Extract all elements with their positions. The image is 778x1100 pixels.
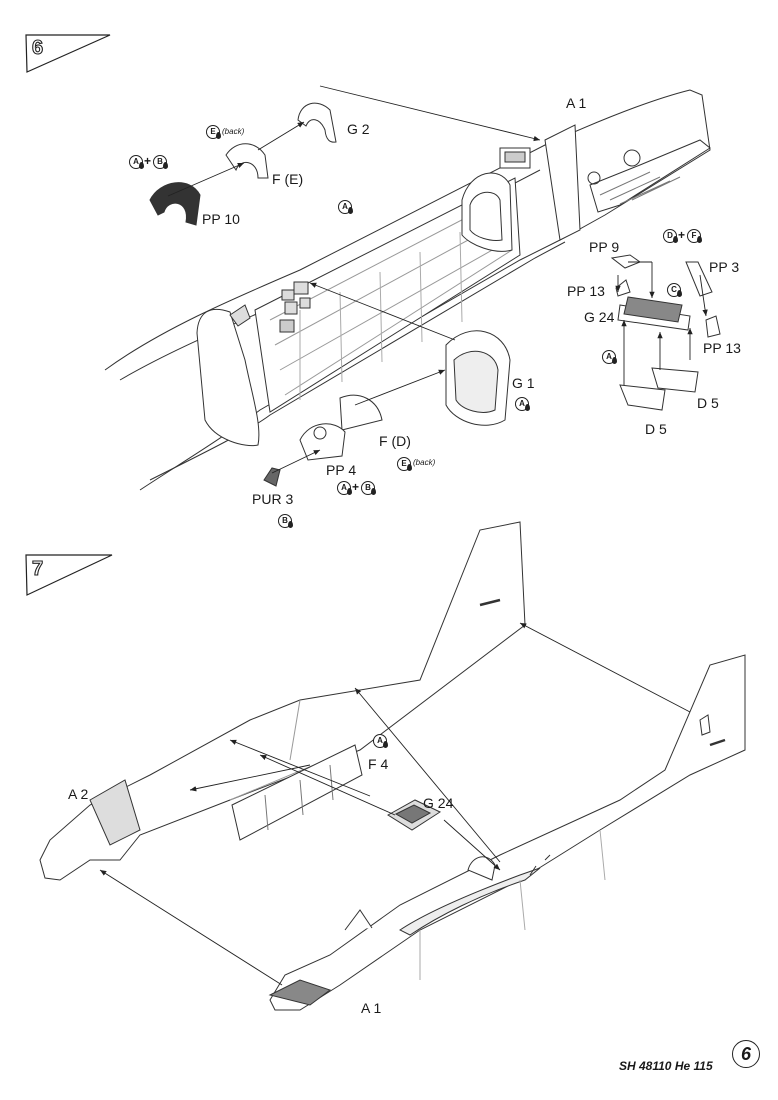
label-g24-step6: G 24 <box>584 309 615 325</box>
label-g2: G 2 <box>347 121 370 137</box>
paint-marker-d: D <box>663 229 678 243</box>
paint-marker-f: F <box>687 229 702 243</box>
part-d5a <box>619 384 666 411</box>
label-pp10: PP 10 <box>202 211 240 227</box>
fuselage-left-half-drawing <box>39 521 526 881</box>
part-pp10 <box>149 182 201 226</box>
part-fe <box>225 143 269 179</box>
label-fe: F (E) <box>272 171 304 187</box>
page-number: 6 <box>732 1040 760 1068</box>
plus-sign: + <box>352 480 360 494</box>
plus-sign: + <box>144 154 152 168</box>
label-pur3: PUR 3 <box>252 491 294 507</box>
paint-marker-a: A <box>515 397 530 411</box>
fuselage-section-drawing <box>104 89 711 491</box>
label-f4: F 4 <box>368 756 389 772</box>
part-f4 <box>231 744 363 841</box>
label-a1-step6: A 1 <box>566 95 587 111</box>
fuselage-right-half-drawing <box>268 654 746 1011</box>
paint-marker-e: E <box>206 125 221 139</box>
label-pp9: PP 9 <box>589 239 620 255</box>
label-g1: G 1 <box>512 375 535 391</box>
label-fd: F (D) <box>379 433 411 449</box>
label-g24-step7: G 24 <box>423 795 454 811</box>
paint-marker-a: A <box>338 200 353 214</box>
part-pp4 <box>299 423 346 461</box>
step6-arrows <box>167 85 708 474</box>
paint-marker-a: A <box>129 155 144 169</box>
paint-marker-a: A <box>373 734 388 748</box>
label-pp13-right: PP 13 <box>703 340 741 356</box>
part-d5b <box>651 367 699 393</box>
paint-marker-b: B <box>153 155 168 169</box>
step-number-7: 7 <box>31 557 44 580</box>
step-7-box <box>25 554 113 596</box>
part-pp13a <box>615 279 631 297</box>
label-pp13-left: PP 13 <box>567 283 605 299</box>
paint-marker-b: B <box>361 481 376 495</box>
paint-marker-b: B <box>278 514 293 528</box>
plus-sign: + <box>678 228 686 242</box>
part-pp3 <box>685 261 713 297</box>
label-pp4: PP 4 <box>326 462 357 478</box>
label-pp3: PP 3 <box>709 259 740 275</box>
label-d5-bottom: D 5 <box>645 421 667 437</box>
footer-code: SH 48110 He 115 <box>619 1059 713 1073</box>
step6-parts <box>149 102 721 487</box>
part-fd <box>339 394 383 431</box>
label-a2: A 2 <box>68 786 89 802</box>
paint-marker-c: C <box>667 283 682 297</box>
part-pp9 <box>610 254 642 269</box>
label-a1-step7: A 1 <box>361 1000 382 1016</box>
step-number-6: 6 <box>31 36 44 59</box>
step7-arrows <box>99 622 691 986</box>
part-pp13b <box>705 315 721 338</box>
part-g2 <box>297 102 337 143</box>
part-pur3 <box>263 467 281 487</box>
note-back-e: (back) <box>222 127 245 136</box>
paint-marker-a: A <box>602 350 617 364</box>
label-d5-right: D 5 <box>697 395 719 411</box>
step-6-box <box>25 34 111 73</box>
note-back-e: (back) <box>413 458 436 467</box>
paint-marker-a: A <box>337 481 352 495</box>
paint-marker-e: E <box>397 457 412 471</box>
